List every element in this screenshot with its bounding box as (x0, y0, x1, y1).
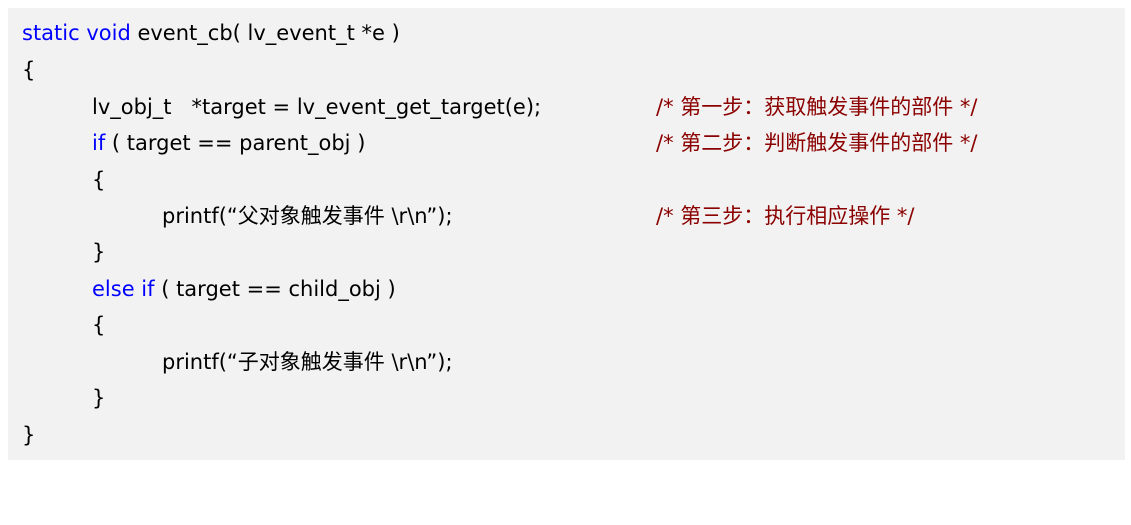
code-line-5: { (8, 162, 105, 198)
comment: /* 第三步：执行相应操作 */ (656, 204, 915, 228)
code-text: ( target == parent_obj ) (105, 131, 366, 155)
keyword: static void (22, 21, 131, 45)
code-line-11: } (8, 380, 105, 416)
keyword: else if (92, 277, 155, 301)
code-text: printf(“父对象触发事件 \r\n”); (162, 204, 453, 228)
code-line-6: printf(“父对象触发事件 \r\n”); /* 第三步：执行相应操作 */ (8, 198, 915, 234)
code-line-2: { (8, 52, 35, 88)
comment: /* 第一步：获取触发事件的部件 */ (656, 95, 978, 119)
code-block: static void event_cb( lv_event_t *e ) { … (8, 8, 1125, 460)
code-line-12: } (8, 417, 35, 453)
code-line-3: lv_obj_t *target = lv_event_get_target(e… (8, 89, 978, 125)
close-brace: } (22, 423, 36, 447)
code-line-7: } (8, 234, 105, 270)
code-line-10: printf(“子对象触发事件 \r\n”); (8, 344, 453, 380)
comment: /* 第二步：判断触发事件的部件 */ (656, 131, 978, 155)
keyword: if (92, 131, 106, 155)
close-brace: } (92, 386, 106, 410)
code-line-4: if ( target == parent_obj ) /* 第二步：判断触发事… (8, 125, 978, 161)
open-brace: { (92, 168, 106, 192)
open-brace: { (92, 313, 106, 337)
code-line-1: static void event_cb( lv_event_t *e ) (8, 15, 400, 51)
close-brace: } (92, 240, 106, 264)
code-text: lv_obj_t *target = lv_event_get_target(e… (92, 95, 542, 119)
code-text: ( target == child_obj ) (154, 277, 396, 301)
code-line-9: { (8, 307, 105, 343)
code-text: event_cb( lv_event_t *e ) (130, 21, 400, 45)
code-line-8: else if ( target == child_obj ) (8, 271, 396, 307)
code-text: printf(“子对象触发事件 \r\n”); (162, 350, 453, 374)
open-brace: { (22, 58, 36, 82)
